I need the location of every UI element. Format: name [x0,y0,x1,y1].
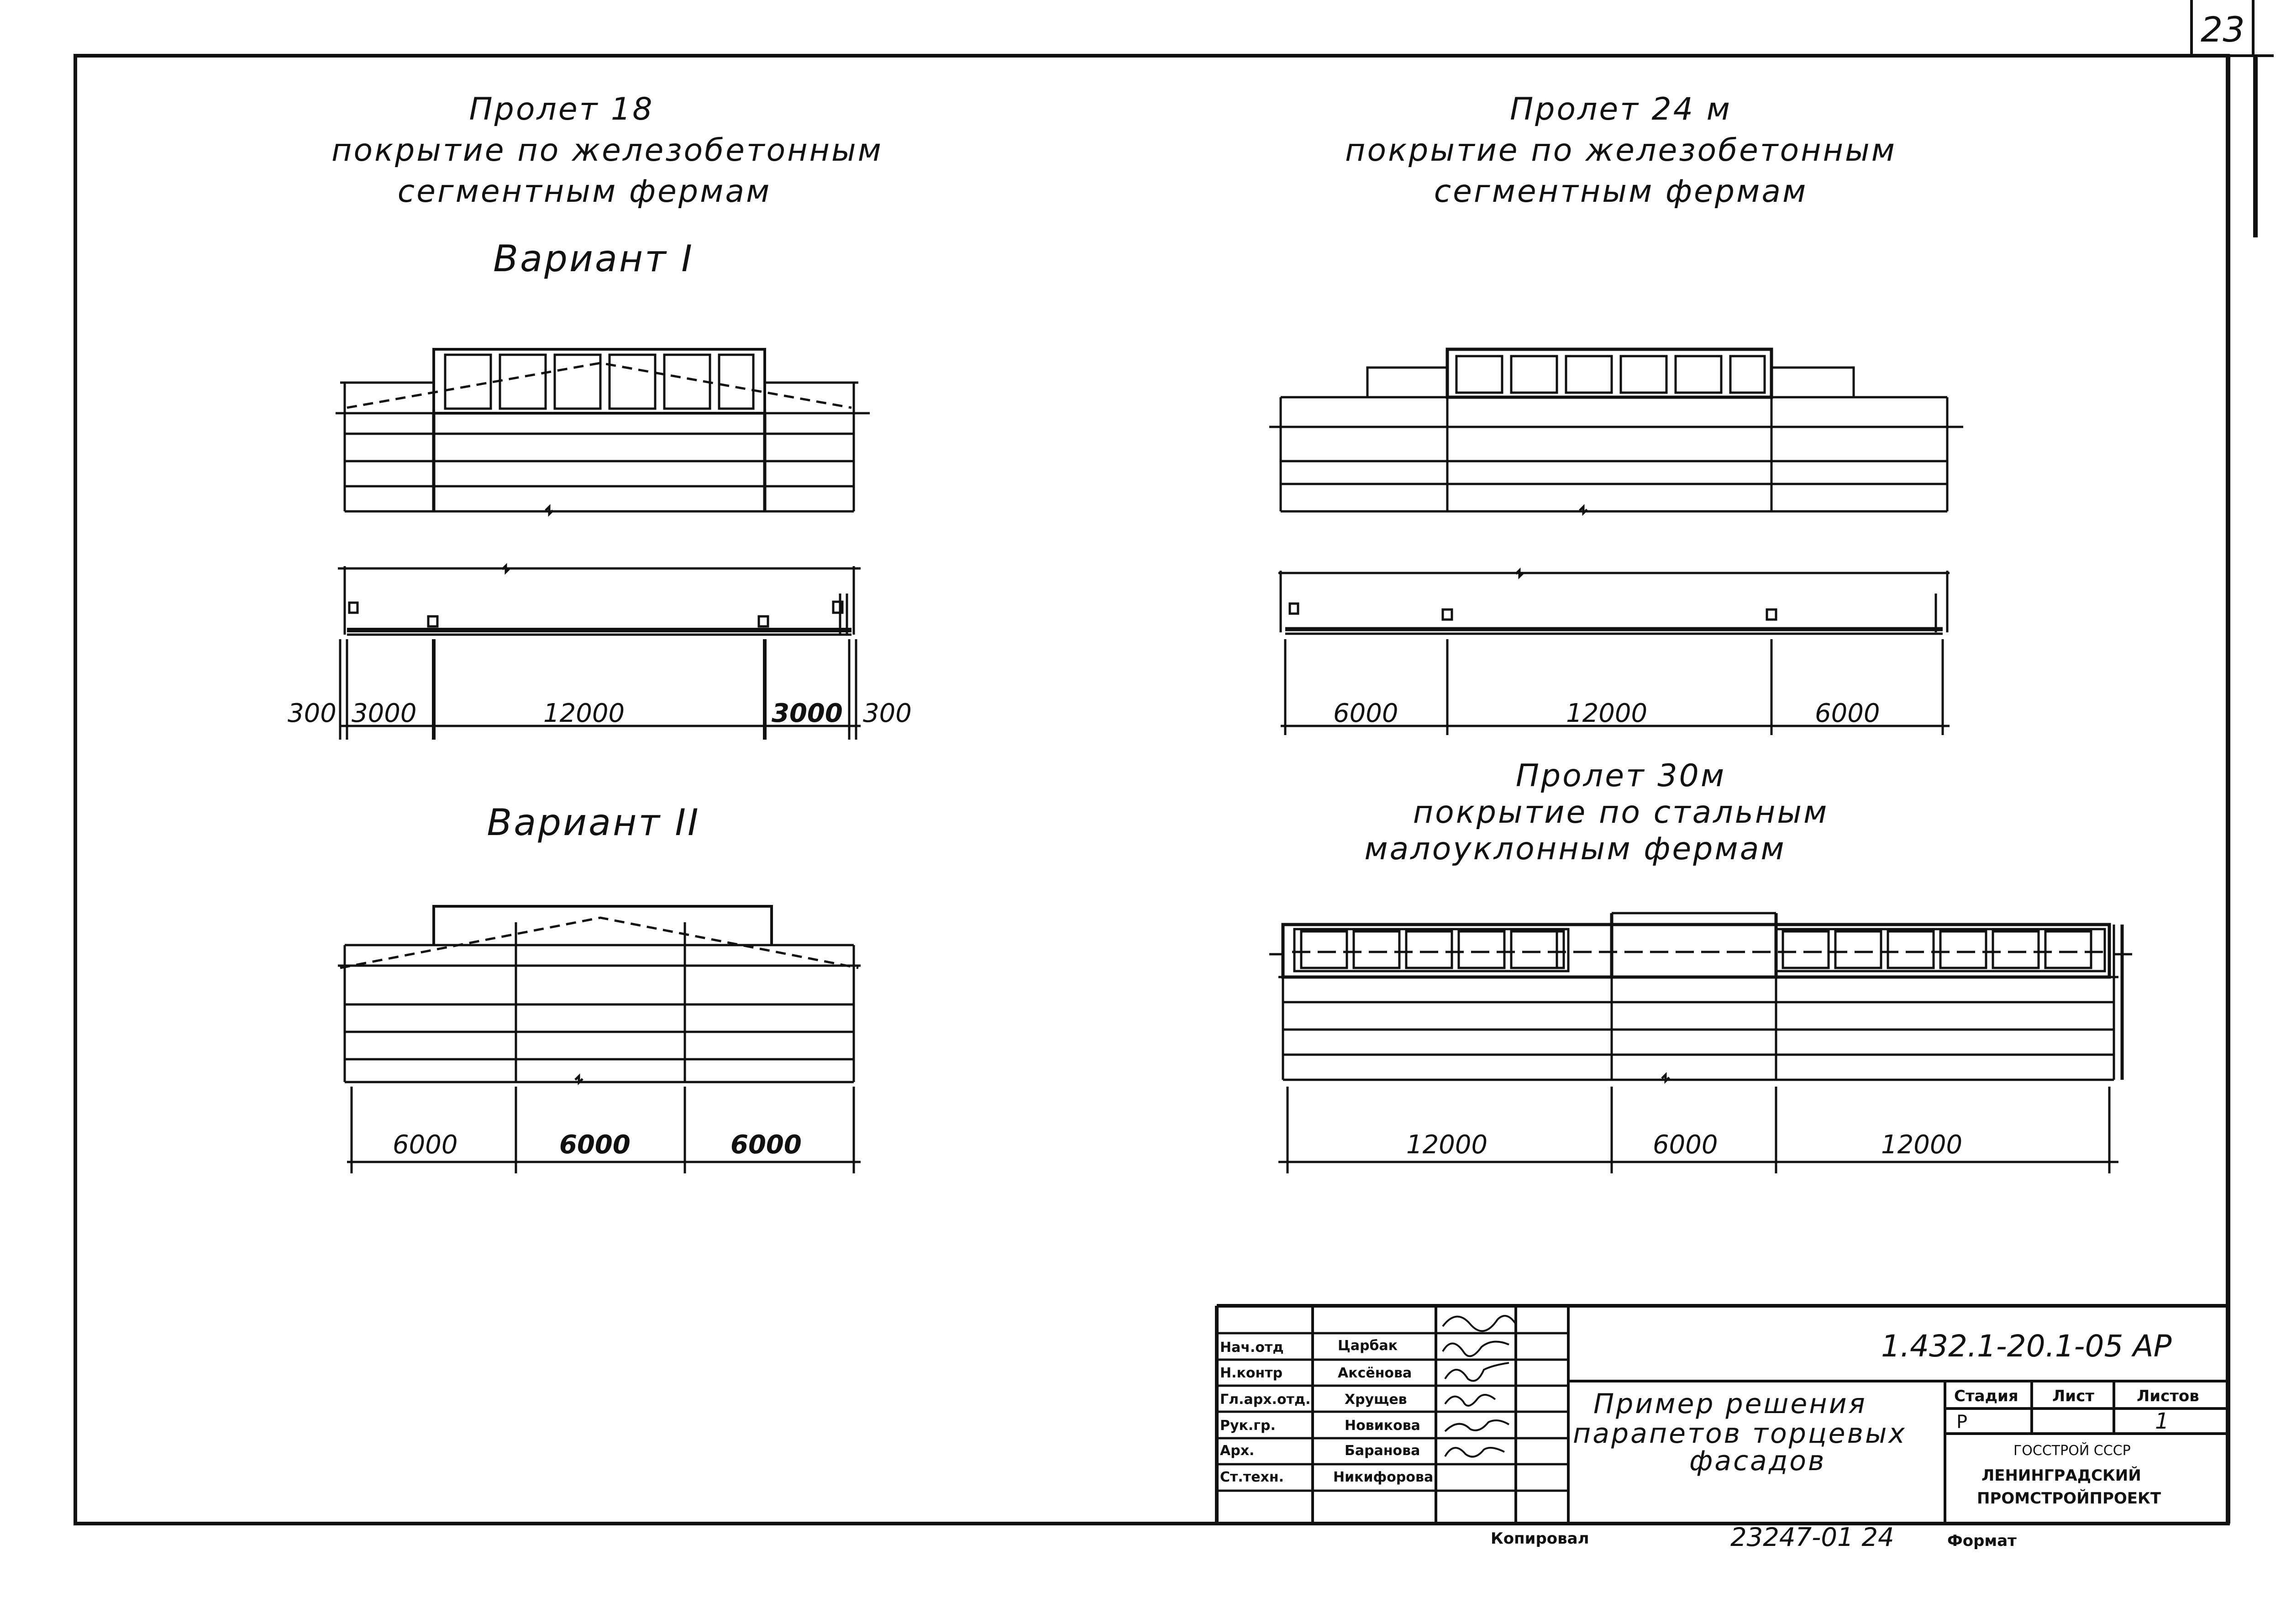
sheet-frame [74,54,2230,1525]
tb-role-5: Ст.техн. [1220,1469,1284,1485]
span24-dim-2: 12000 [1566,699,1648,728]
left-title-line3: сегментным фермам [397,173,772,210]
span30-title-line1: Пролет 30м [1515,758,1726,794]
footer-format: Формат [1947,1532,2017,1550]
tb-role-2: Гл.арх.отд. [1220,1392,1311,1408]
tb-description-3: фасадов [1689,1445,1826,1477]
span24-dim-1: 6000 [1333,699,1398,728]
footer-order: 23247-01 24 [1730,1523,1894,1552]
tb-role-1: Н.контр [1220,1365,1283,1381]
tb-name-2: Хрущев [1345,1392,1407,1408]
tb-name-4: Баранова [1345,1443,1420,1459]
v1-dim-12000: 12000 [543,699,625,728]
tb-org-3: ПРОМСТРОЙПРОЕКТ [1977,1489,2161,1508]
variant1-plan [338,562,861,636]
span24-elevation [1269,347,1963,516]
variant1-label: Вариант I [493,237,694,280]
left-title-line2: покрытие по железобетонным [331,132,883,168]
span24-plan [1278,567,1950,635]
drawing-code: 1.432.1-20.1-05 АР [1881,1329,2172,1364]
span30-dim-2: 6000 [1653,1130,1718,1160]
tb-sheet-header: Лист [2052,1387,2094,1405]
span24-dimensions [1281,639,1950,735]
span24-title-line1: Пролет 24 м [1510,91,1732,127]
tb-name-0: Царбак [1338,1338,1398,1354]
v1-dim-3000-right: 3000 [772,699,843,728]
tb-name-1: Аксёнова [1338,1365,1412,1381]
v1-dim-300-right: 300 [863,699,912,728]
span30-dim-1: 12000 [1406,1130,1488,1160]
v1-dim-3000-left: 3000 [352,699,417,728]
tb-name-5: Никифорова [1333,1469,1434,1485]
v1-dim-300-left: 300 [288,699,336,728]
tb-role-0: Нач.отд [1220,1340,1284,1356]
variant2-label: Вариант II [487,801,700,844]
variant1-elevation [336,348,870,517]
tb-role-3: Рук.гр. [1220,1418,1276,1434]
tb-description-2: парапетов торцевых [1573,1418,1907,1450]
span30-elevation [1269,912,2132,1084]
left-title-line1: Пролет 18 [469,91,654,127]
sheet-number: 23 [2201,9,2245,50]
variant1-dimensions [339,639,861,740]
tb-org-2: ЛЕНИНГРАДСКИЙ [1981,1466,2141,1485]
variant2-elevation [338,905,861,1086]
span30-title-line3: малоуклонным фермам [1364,831,1786,867]
tb-sheets-header: Листов [2137,1387,2199,1405]
v2-dim-3: 6000 [731,1130,802,1160]
span24-title-line3: сегментным фермам [1434,173,1808,210]
tb-org-1: ГОССТРОЙ СССР [2013,1443,2131,1459]
tb-role-4: Арх. [1220,1443,1255,1459]
tb-description-1: Пример решения [1593,1388,1867,1420]
span24-title-line2: покрытие по железобетонным [1345,132,1897,168]
v2-dim-2: 6000 [559,1130,631,1160]
span30-title-line2: покрытие по стальным [1413,794,1829,830]
v2-dim-1: 6000 [393,1130,458,1160]
span30-dimensions [1278,1087,2118,1173]
title-block-lines [1215,1304,2228,1524]
tb-sheets-value: 1 [2155,1409,2169,1434]
tb-name-3: Новикова [1345,1418,1420,1434]
tb-stage-header: Стадия [1954,1387,2018,1405]
variant2-dimensions [347,1087,861,1173]
span30-dim-3: 12000 [1881,1130,1963,1160]
footer-copied: Копировал [1491,1529,1589,1548]
span24-dim-3: 6000 [1815,699,1880,728]
signatures [1442,1315,1517,1458]
tb-stage-value: Р [1956,1412,1968,1433]
